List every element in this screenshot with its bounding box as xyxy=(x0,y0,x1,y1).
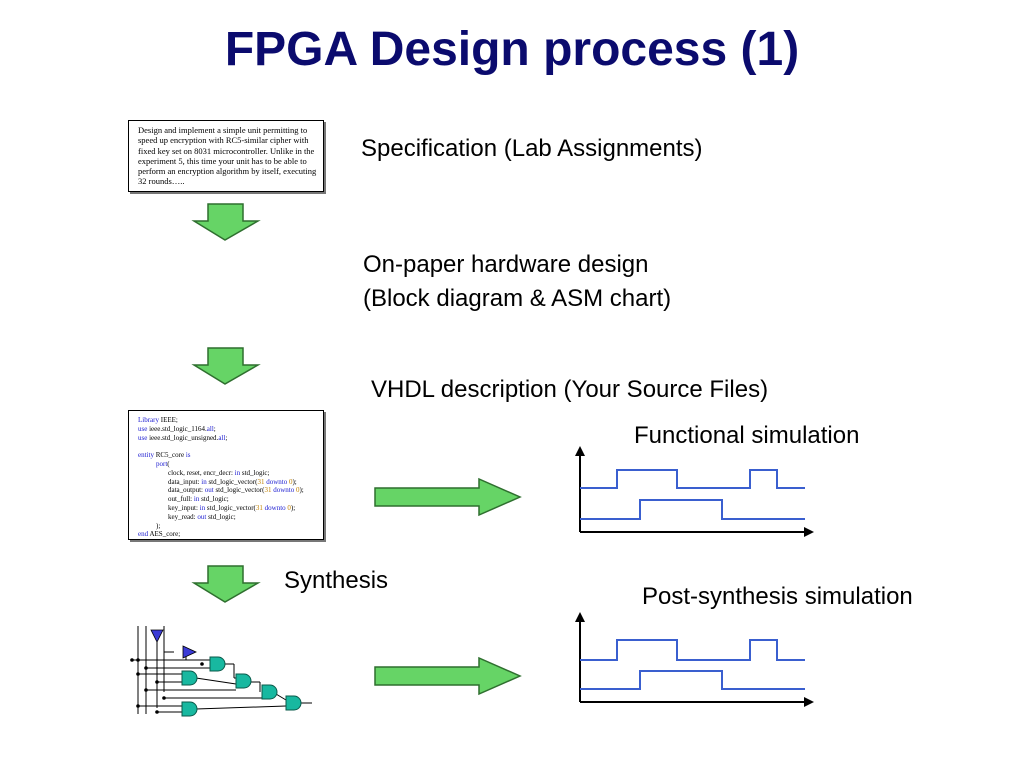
code-line: port( xyxy=(156,459,170,468)
spec-text-box: Design and implement a simple unit permi… xyxy=(128,120,324,192)
code-line: data_output: out std_logic_vector(31 dow… xyxy=(168,486,304,495)
code-line: use ieee.std_logic_1164.all; xyxy=(138,424,216,433)
code-line: end AES_core; xyxy=(138,530,181,539)
code-line: ); xyxy=(156,521,161,530)
right-arrow-icon xyxy=(374,656,522,696)
functional-waveform-icon xyxy=(575,446,814,537)
vhdl-code-box: Library IEEE; use ieee.std_logic_1164.al… xyxy=(128,410,324,540)
specification-label: Specification (Lab Assignments) xyxy=(361,135,703,162)
code-line: use ieee.std_logic_unsigned.all; xyxy=(138,433,228,442)
code-line: Library IEEE; xyxy=(138,416,178,424)
logic-gates-icon xyxy=(130,626,312,717)
synthesis-label: Synthesis xyxy=(284,567,389,594)
code-line: clock, reset, encr_decr: in std_logic; xyxy=(168,468,270,477)
down-arrow-icon xyxy=(191,565,261,603)
right-arrow-icon xyxy=(374,477,522,517)
post-synthesis-simulation-label: Post-synthesis simulation xyxy=(642,583,913,610)
code-line: key_read: out std_logic; xyxy=(168,512,236,521)
page-title: FPGA Design process (1) xyxy=(224,23,800,76)
code-line: out_full: in std_logic; xyxy=(168,495,229,504)
vhdl-label: VHDL description (Your Source Files) xyxy=(371,376,769,403)
code-line: data_input: in std_logic_vector(31 downt… xyxy=(168,477,297,486)
code-line: entity RC5_core is xyxy=(138,451,191,460)
onpaper-label-line1: On-paper hardware design xyxy=(363,251,649,278)
code-line xyxy=(138,442,317,451)
down-arrow-icon xyxy=(191,347,261,385)
post-synthesis-waveform-icon xyxy=(575,612,814,707)
functional-simulation-label: Functional simulation xyxy=(634,422,860,449)
code-line: key_input: in std_logic_vector(31 downto… xyxy=(168,503,296,512)
down-arrow-icon xyxy=(191,203,261,241)
onpaper-label-line2: (Block diagram & ASM chart) xyxy=(363,285,672,312)
